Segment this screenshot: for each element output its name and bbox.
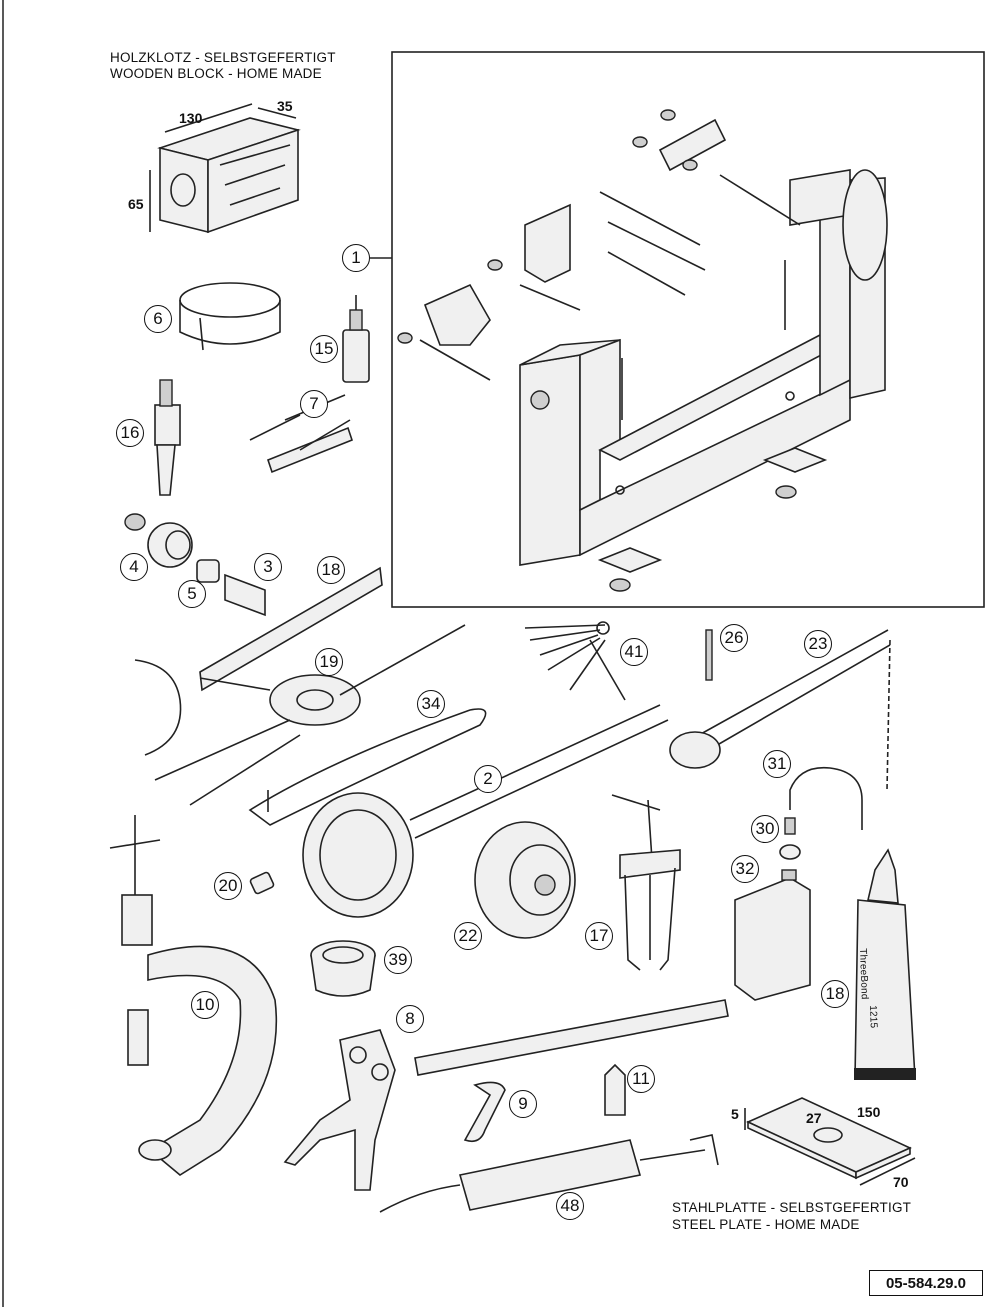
- callout-18: 18: [821, 980, 849, 1008]
- callout-22: 23: [804, 630, 832, 658]
- callout-7: 7: [300, 390, 328, 418]
- small-bottle-drawing: [604, 1063, 626, 1116]
- callout-41: 41: [620, 638, 648, 666]
- grease-gun-drawing: [379, 1134, 719, 1213]
- callout-10: 10: [191, 991, 219, 1019]
- sealant-tube-drawing: [854, 848, 916, 1080]
- callout-17: 18: [317, 556, 345, 584]
- dimension-block-depth: 35: [277, 98, 293, 114]
- dimension-plate-thickness: 5: [731, 1106, 739, 1122]
- three-jaw-puller-drawing: [611, 794, 681, 971]
- ring-compressor-drawing: [179, 282, 281, 351]
- small-bolt-drawing: [249, 871, 275, 895]
- strap-wrench-drawing: [248, 708, 487, 826]
- callout-48: 48: [556, 1192, 584, 1220]
- callout-39: 39: [384, 946, 412, 974]
- chain-wrench-drawing: [669, 629, 891, 791]
- wooden-block-label-en: WOODEN BLOCK - HOME MADE: [110, 66, 322, 81]
- callout-16: 16: [116, 419, 144, 447]
- steel-plate-label-en: STEEL PLATE - HOME MADE: [672, 1217, 860, 1232]
- dimension-plate-width: 70: [893, 1174, 909, 1190]
- oil-bottle-drawing: [734, 817, 811, 1001]
- callout-2: 2: [474, 765, 502, 793]
- flywheel-holder-drawing: [302, 704, 669, 918]
- callout-34: 34: [417, 690, 445, 718]
- callout-15: 17: [585, 922, 613, 950]
- slide-hammer-drawing: [154, 379, 181, 496]
- callout-32: 32: [731, 855, 759, 883]
- tube-brand-text: ThreeBond: [857, 948, 870, 1000]
- callout-19: 19: [315, 648, 343, 676]
- callout-4: 4: [120, 553, 148, 581]
- pin-drawing: [705, 629, 713, 681]
- callout-9: 9: [509, 1090, 537, 1118]
- figure-reference: 05-584.29.0: [869, 1270, 983, 1296]
- long-bar-drawing: [199, 566, 383, 692]
- callout-30: 30: [751, 815, 779, 843]
- callout-8: 8: [396, 1005, 424, 1033]
- bottle-drawing: [342, 295, 370, 383]
- tube-code-text: 1215: [867, 1005, 879, 1029]
- press-tool-set-drawing: [124, 513, 266, 617]
- dimension-plate-hole: 27: [806, 1110, 822, 1126]
- wooden-block-label-de: HOLZKLOTZ - SELBSTGEFERTIGT: [110, 50, 336, 65]
- steel-plate-label-de: STAHLPLATTE - SELBSTGEFERTIGT: [672, 1200, 912, 1215]
- dimension-block-height: 65: [128, 196, 144, 212]
- callout-31: 31: [763, 750, 791, 778]
- callout-12: 15: [310, 335, 338, 363]
- valve-spring-compressor-drawing: [109, 815, 278, 1176]
- clutch-holder-drawing: [134, 624, 466, 806]
- filter-wrench-drawing: [310, 940, 376, 997]
- rotor-drawing: [474, 821, 576, 939]
- callout-6: 6: [144, 305, 172, 333]
- callout-26: 26: [720, 624, 748, 652]
- callout-1: 1: [342, 244, 370, 272]
- callout-23: 22: [454, 922, 482, 950]
- engine-stand-drawing: [397, 109, 888, 592]
- engine-support-drawing: [283, 999, 729, 1191]
- callout-11: 11: [627, 1065, 655, 1093]
- callout-5: 5: [178, 580, 206, 608]
- callout-3: 3: [254, 553, 282, 581]
- dimension-plate-length: 150: [857, 1104, 881, 1120]
- feeler-gauge-drawing: [524, 621, 626, 701]
- dimension-block-length: 130: [179, 110, 203, 126]
- wooden-block-drawing: [149, 103, 301, 234]
- callout-20: 20: [214, 872, 242, 900]
- steel-plate-drawing: [744, 1097, 916, 1186]
- u-tube-drawing: [789, 766, 863, 830]
